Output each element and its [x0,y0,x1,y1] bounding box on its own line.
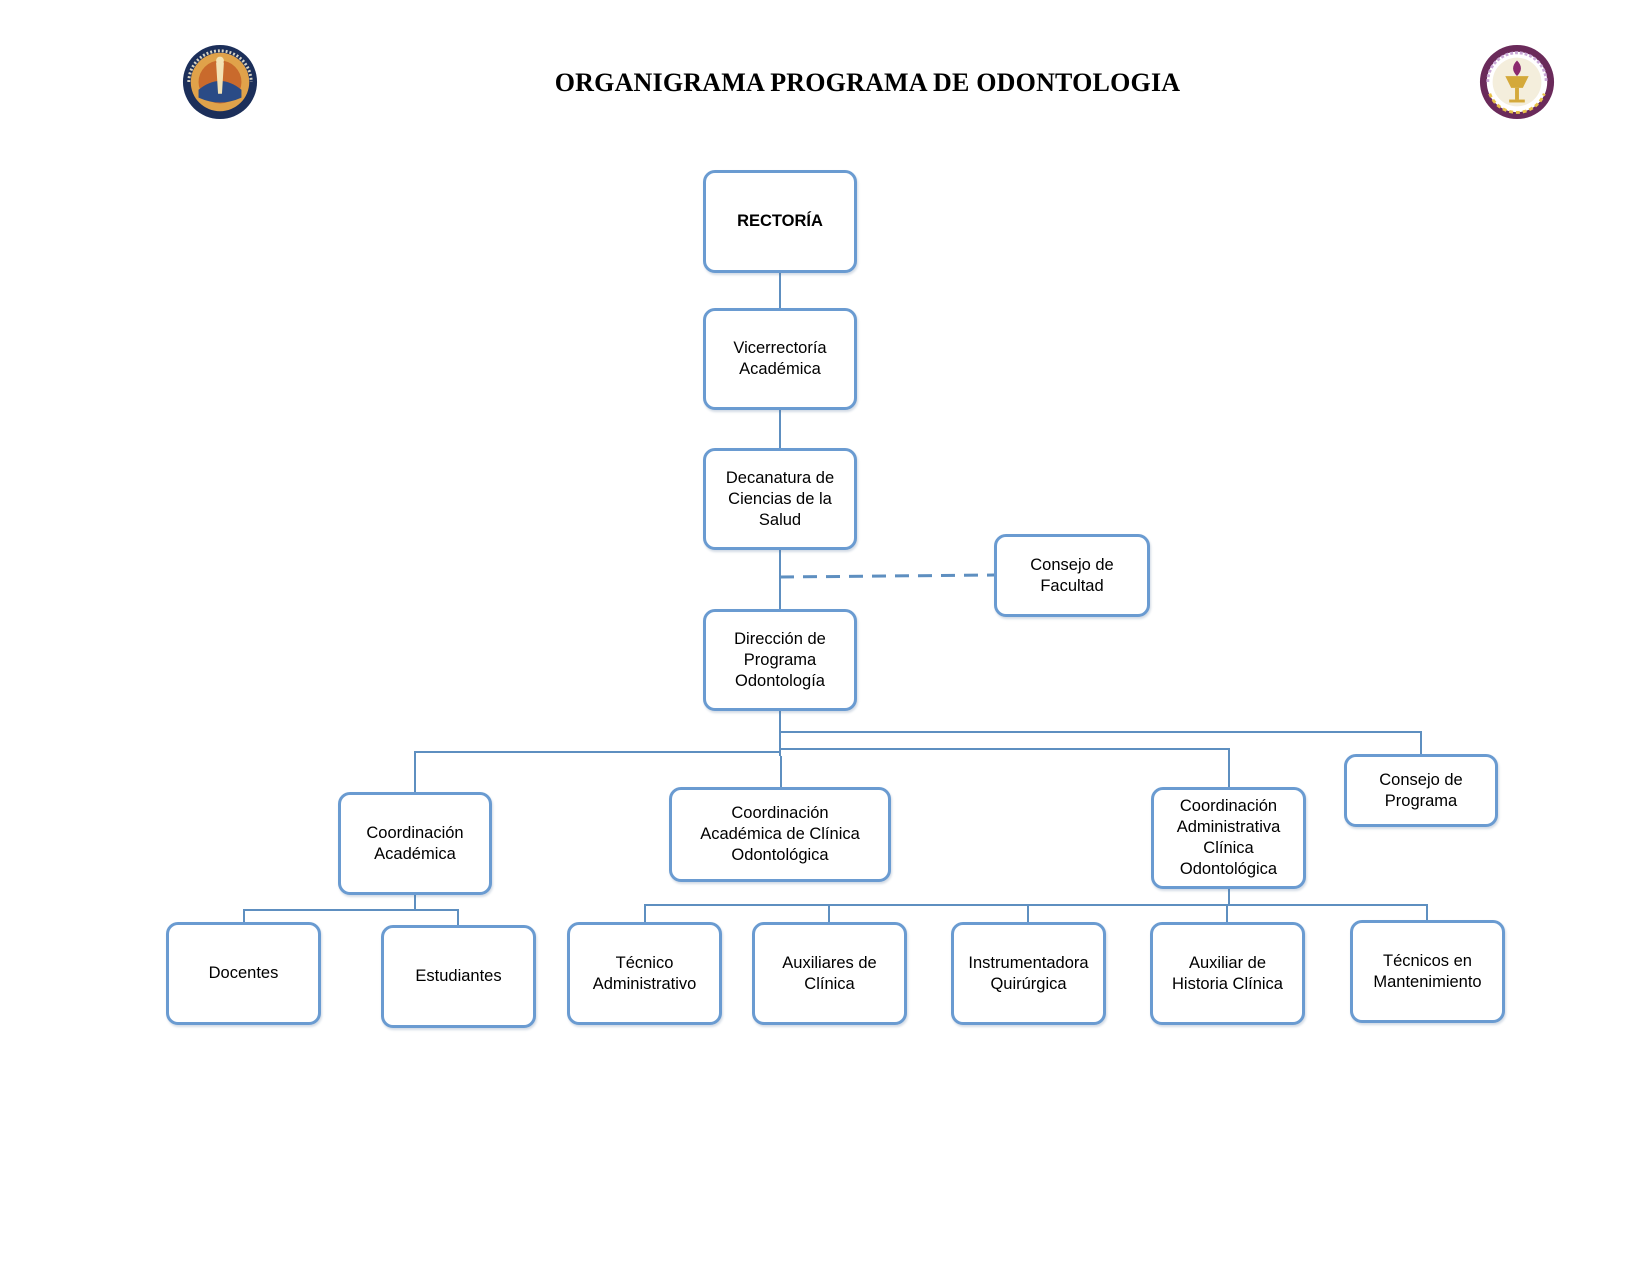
page-title: ORGANIGRAMA PROGRAMA DE ODONTOLOGIA [554,68,1181,97]
node-coordinacion-clinica: Coordinación Académica de Clínica Odonto… [669,787,891,882]
dental-faculty-seal-icon [1478,43,1556,121]
node-consejo-programa: Consejo de Programa [1344,754,1498,827]
node-consejo-facultad: Consejo de Facultad [994,534,1150,617]
node-docentes: Docentes [166,922,321,1025]
university-seal-icon [181,43,259,121]
node-vicerrectoria-academica: Vicerrectoría Académica [703,308,857,410]
node-decanatura-ciencias-salud: Decanatura de Ciencias de la Salud [703,448,857,550]
connector-to-coord-administrativa [780,748,1230,787]
connector-to-consejo-programa [780,731,1422,754]
node-estudiantes: Estudiantes [381,925,536,1028]
node-auxiliares-clinica: Auxiliares de Clínica [752,922,907,1025]
connector-to-tecnicos-mantenimiento [1229,904,1428,920]
node-tecnicos-mantenimiento: Técnicos en Mantenimiento [1350,920,1505,1023]
node-rectoria: RECTORÍA [703,170,857,273]
connector-coord-academica-children [243,895,416,922]
node-auxiliar-historia-clinica: Auxiliar de Historia Clínica [1150,922,1305,1025]
node-direccion-programa: Dirección de Programa Odontología [703,609,857,711]
connector-to-estudiantes [415,909,459,925]
node-coordinacion-academica: Coordinación Académica [338,792,492,895]
node-coordinacion-administrativa: Coordinación Administrativa Clínica Odon… [1151,787,1306,889]
node-tecnico-administrativo: Técnico Administrativo [567,922,722,1025]
connector-dashed-consejo-facultad [779,573,995,579]
node-instrumentadora-quirurgica: Instrumentadora Quirúrgica [951,922,1106,1025]
connector-coord-administrativa-children [644,889,1230,922]
connector-to-coord-academica [414,751,780,792]
